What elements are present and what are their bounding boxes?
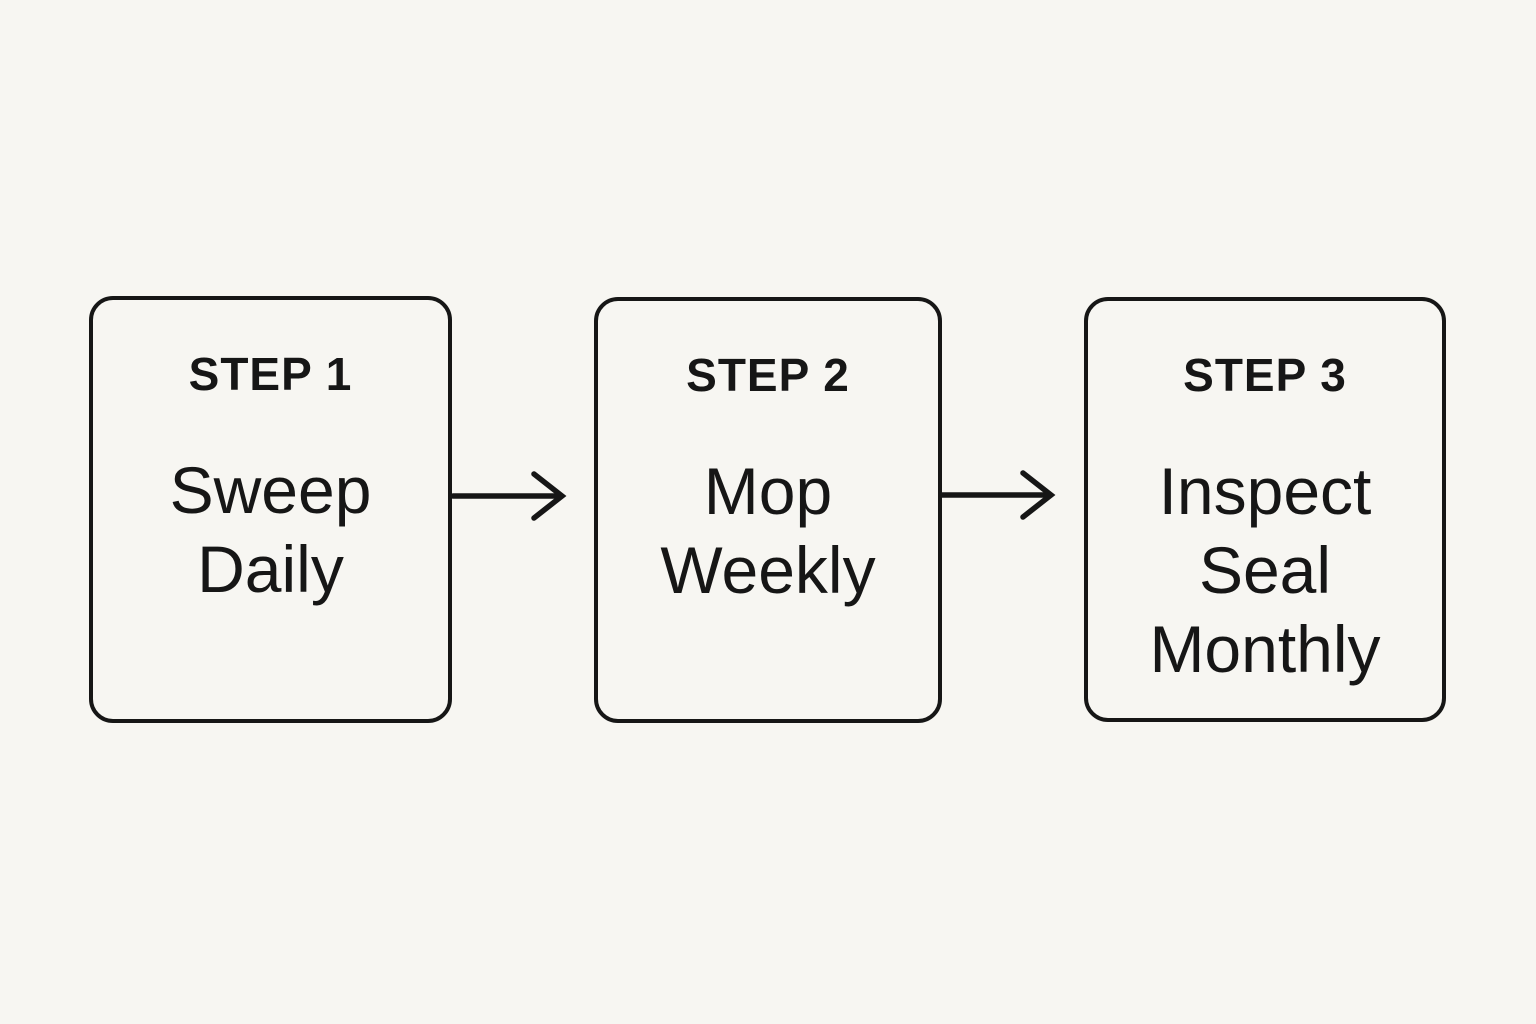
step-2-title: Mop Weekly [660,453,876,608]
step-2-box: STEP 2 Mop Weekly [594,297,942,723]
step-3-title: Inspect Seal Monthly [1149,453,1381,687]
step-1-label: STEP 1 [188,348,353,400]
step-2-label: STEP 2 [686,349,850,401]
step-3-box: STEP 3 Inspect Seal Monthly [1084,297,1446,722]
step-1-title: Sweep Daily [169,452,372,607]
arrow-right-icon [450,466,570,526]
step-3-label: STEP 3 [1183,349,1347,401]
step-1-box: STEP 1 Sweep Daily [89,296,452,723]
arrow-right-icon [939,465,1059,525]
